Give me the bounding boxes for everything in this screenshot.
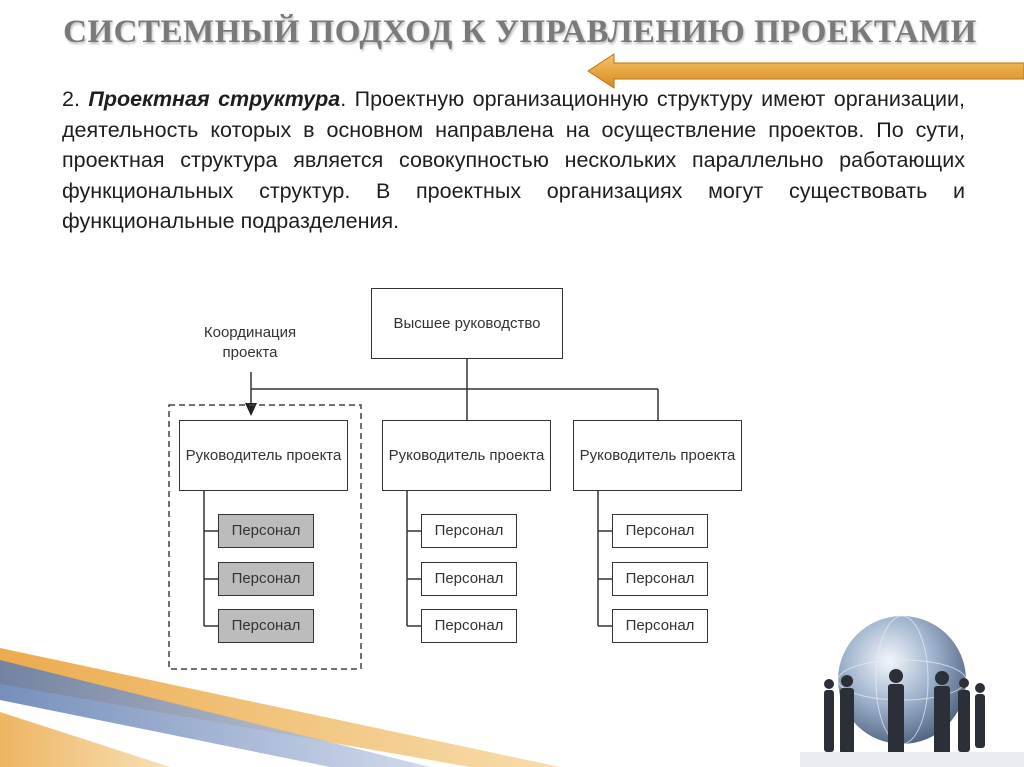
top-management-box: Высшее руководство	[371, 288, 563, 359]
paragraph-text: . Проектную организационную структуру им…	[62, 87, 965, 233]
project-manager-box-2: Руководитель проекта	[382, 420, 551, 491]
coordination-arrowhead	[245, 403, 257, 416]
slide-title: СИСТЕМНЫЙ ПОДХОД К УПРАВЛЕНИЮ ПРОЕКТАМИ	[63, 14, 977, 50]
project-manager-box-1: Руководитель проекта	[179, 420, 348, 491]
staff-box: Персонал	[421, 609, 517, 643]
staff-box: Персонал	[218, 514, 314, 548]
project-boundary	[168, 404, 362, 670]
staff-box: Персонал	[612, 609, 708, 643]
staff-box: Персонал	[218, 562, 314, 596]
project-manager-box-3: Руководитель проекта	[573, 420, 742, 491]
coordination-label: Координация проекта	[203, 324, 297, 361]
body-paragraph: 2. Проектная структура. Проектную органи…	[62, 84, 965, 237]
staff-box: Персонал	[421, 514, 517, 548]
staff-box: Персонал	[421, 562, 517, 596]
staff-box: Персонал	[612, 562, 708, 596]
paragraph-number: 2.	[62, 87, 89, 111]
left-arrow-icon	[587, 53, 1024, 89]
staff-box: Персонал	[612, 514, 708, 548]
paragraph-term: Проектная структура	[88, 87, 341, 111]
staff-box: Персонал	[218, 609, 314, 643]
